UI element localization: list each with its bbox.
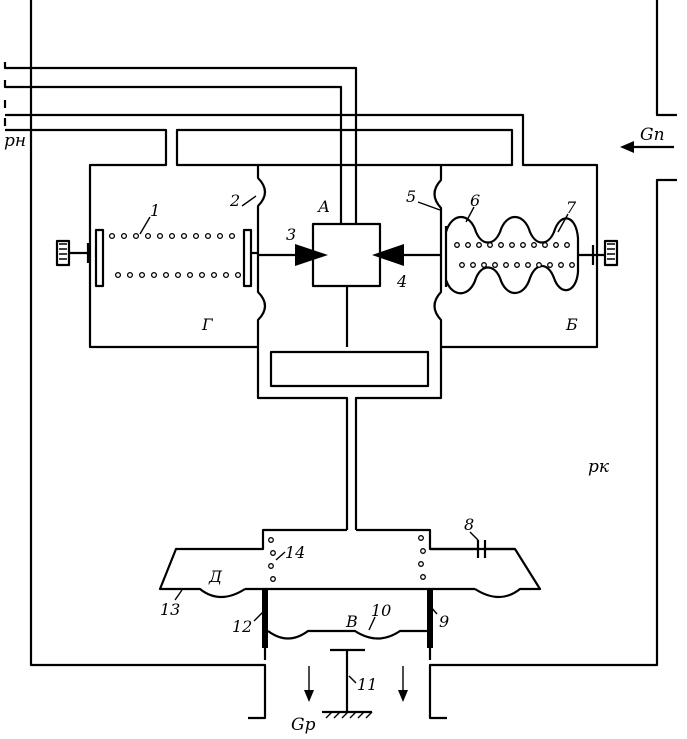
callout-10: 10 xyxy=(371,601,391,620)
label-chamber-g: Г xyxy=(201,315,214,334)
membrane-5 xyxy=(433,165,443,347)
label-gp-out: Gр xyxy=(291,715,316,735)
callout-4: 4 xyxy=(396,272,407,291)
callout-3: 3 xyxy=(286,225,296,244)
callout-1: 1 xyxy=(150,201,160,220)
membrane-10 xyxy=(267,629,427,640)
orifice-holes-14 xyxy=(268,535,426,582)
label-chamber-a: А xyxy=(317,197,330,216)
leader-lines xyxy=(139,195,569,684)
spring-7 xyxy=(454,242,575,268)
right-chamber xyxy=(372,165,619,347)
label-chamber-d: Д xyxy=(208,567,223,586)
spring-seat-right xyxy=(242,228,253,288)
callout-9: 9 xyxy=(439,612,449,631)
label-chamber-b: Б xyxy=(565,315,578,334)
needle-3 xyxy=(295,244,328,266)
membrane-2 xyxy=(256,165,267,347)
callout-11: 11 xyxy=(357,675,377,694)
callout-6: 6 xyxy=(470,191,480,210)
callout-14: 14 xyxy=(285,543,305,562)
label-pn: pн xyxy=(4,131,26,151)
left-chamber xyxy=(55,165,328,347)
flow-arrows xyxy=(304,141,674,702)
outer-casing xyxy=(29,0,677,720)
label-chamber-v: В xyxy=(345,612,358,631)
stop-11 xyxy=(330,648,365,712)
adjust-screw-right xyxy=(603,239,619,267)
chamber-a xyxy=(311,222,382,347)
bellows-6 xyxy=(444,215,580,295)
supply-pipes xyxy=(3,62,599,349)
callout-5: 5 xyxy=(406,187,416,206)
callout-2: 2 xyxy=(229,191,240,210)
spring-seat-left xyxy=(94,228,105,288)
text-labels: pн Gп pк Gр А Б В Г Д 1 2 3 4 5 6 7 8 9 … xyxy=(4,125,665,735)
label-gp-in: Gп xyxy=(640,125,665,145)
callout-8: 8 xyxy=(464,515,474,534)
spring-1 xyxy=(108,232,242,279)
needle-4 xyxy=(372,244,404,266)
label-pk: pк xyxy=(588,457,610,477)
lower-manifold xyxy=(256,347,443,530)
callout-7: 7 xyxy=(566,198,577,217)
callout-12: 12 xyxy=(232,617,252,636)
body-d xyxy=(158,528,542,719)
callout-13: 13 xyxy=(160,600,180,619)
